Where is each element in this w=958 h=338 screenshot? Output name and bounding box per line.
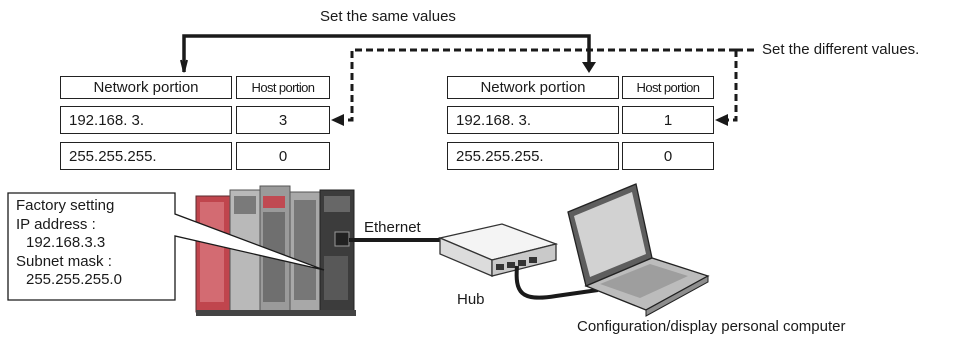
arrow-icon (582, 62, 596, 73)
arrow-icon (331, 114, 344, 126)
right-host-header: Host portion (622, 76, 714, 99)
ethernet-label: Ethernet (364, 219, 421, 236)
left-mask-host: 0 (236, 142, 330, 170)
hub-to-pc-cable (514, 265, 599, 300)
ip-address-value: 192.168.3.3 (26, 234, 106, 252)
different-values-label: Set the different values. (762, 41, 920, 58)
left-mask-network: 255.255.255. (60, 142, 232, 170)
computer-label: Configuration/display personal computer (577, 318, 846, 335)
same-values-connector (180, 34, 596, 73)
left-ip-host: 3 (236, 106, 330, 134)
callout-bubble (7, 192, 325, 301)
hub-label: Hub (457, 291, 485, 308)
factory-setting-label: Factory setting (16, 197, 115, 214)
hub-icon (437, 223, 559, 277)
left-host-header: Host portion (236, 76, 330, 99)
right-network-header: Network portion (447, 76, 619, 99)
right-mask-network: 255.255.255. (447, 142, 619, 170)
laptop-icon (567, 183, 710, 317)
plc-icon (195, 185, 356, 316)
left-ip-network: 192.168. 3. (60, 106, 232, 134)
right-ip-host: 1 (622, 106, 714, 134)
subnet-mask-value: 255.255.255.0 (26, 271, 122, 289)
callout-text: Factory setting IP address : 192.168.3.3… (16, 197, 122, 290)
arrow-icon (715, 114, 728, 126)
subnet-mask-label: Subnet mask : (16, 252, 112, 270)
right-ip-network: 192.168. 3. (447, 106, 619, 134)
same-values-label: Set the same values (320, 8, 456, 25)
ip-address-label: IP address : (16, 215, 96, 233)
arrow-icon (180, 59, 188, 73)
right-mask-host: 0 (622, 142, 714, 170)
left-network-header: Network portion (60, 76, 232, 99)
